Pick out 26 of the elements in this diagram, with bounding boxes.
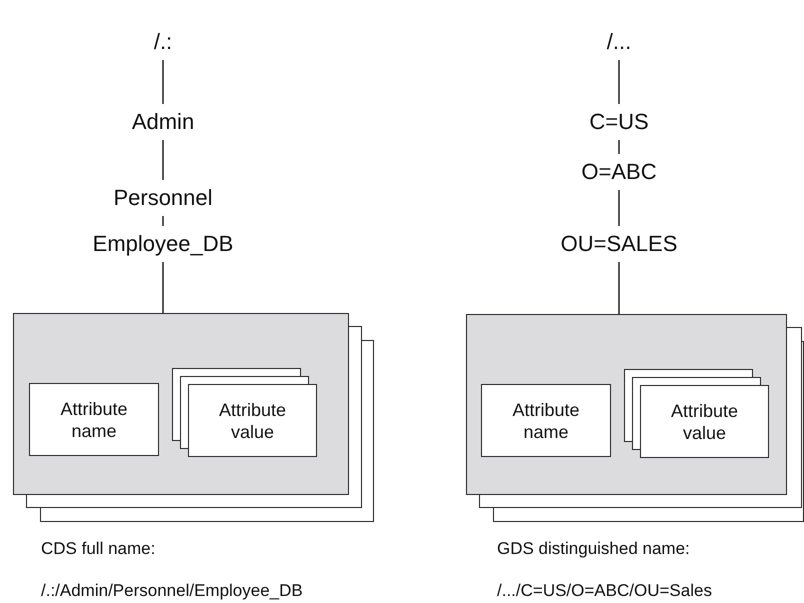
name-component-label: OU=SALES — [560, 230, 678, 258]
name-component-label: /... — [606, 28, 632, 56]
attribute-box: Attribute name — [481, 384, 611, 457]
name-caption: GDS distinguished name: — [497, 539, 690, 559]
directory-entry-box — [466, 314, 787, 495]
name-caption: CDS full name: — [41, 539, 156, 559]
connector-line — [162, 262, 164, 313]
connector-line — [618, 140, 620, 154]
connector-line — [618, 262, 620, 314]
name-caption: /.../C=US/O=ABC/OU=Sales — [497, 581, 712, 601]
name-caption: /.:/Admin/Personnel/Employee_DB — [41, 581, 303, 601]
connector-line — [162, 140, 164, 180]
connector-line — [618, 60, 620, 104]
connector-line — [162, 60, 164, 104]
attribute-box: Attribute value — [188, 384, 317, 457]
name-component-label: Admin — [132, 108, 194, 136]
attribute-box: Attribute value — [640, 385, 769, 458]
name-component-label: Personnel — [113, 184, 213, 212]
connector-line — [618, 190, 620, 226]
name-component-label: O=ABC — [581, 158, 657, 186]
directory-entry-box — [13, 313, 349, 495]
name-component-label: /.: — [154, 28, 172, 56]
connector-line — [162, 216, 164, 226]
attribute-box: Attribute name — [29, 383, 159, 456]
name-component-label: Employee_DB — [92, 230, 234, 258]
name-component-label: C=US — [589, 108, 649, 136]
